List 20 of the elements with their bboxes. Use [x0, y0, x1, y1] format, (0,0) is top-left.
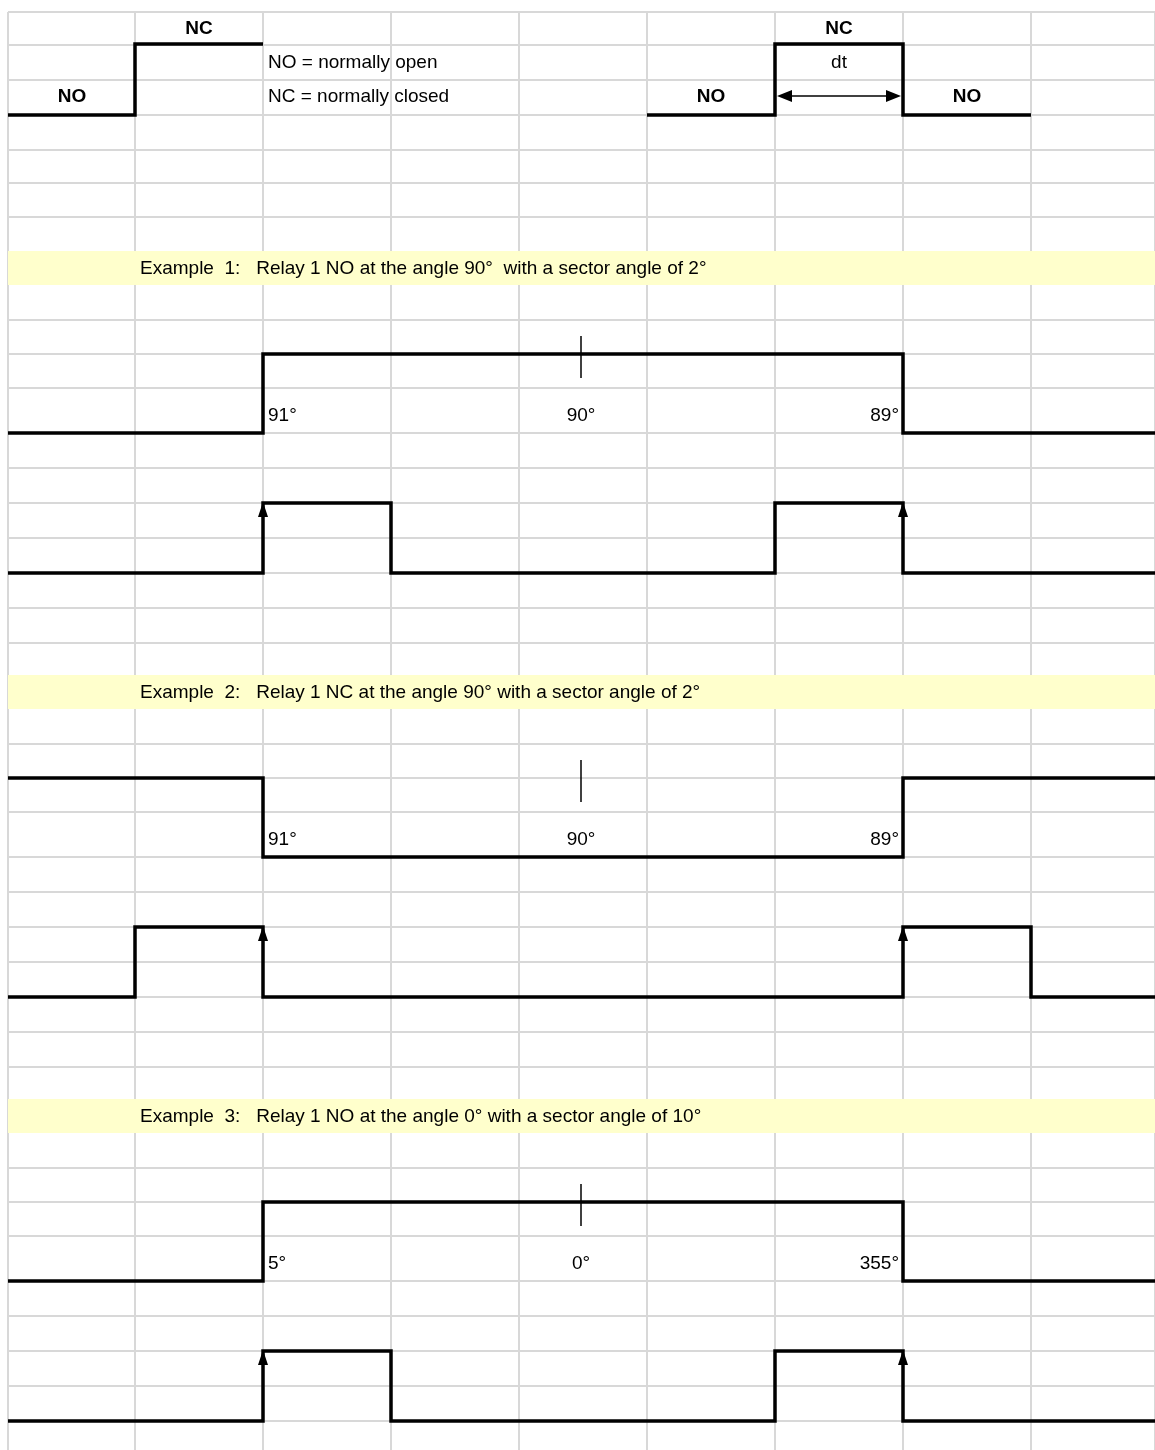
dimension-label: dt: [831, 51, 847, 73]
angle-label: 90°: [566, 828, 596, 850]
state-label: NO: [952, 85, 982, 107]
example-heading: Example 1: Relay 1 NO at the angle 90° with a sector angle of 2°: [8, 251, 1155, 285]
angle-label: 0°: [571, 1252, 591, 1274]
angle-label: 90°: [566, 404, 596, 426]
legend-text: NO = normally open: [268, 51, 438, 73]
state-label: NC: [185, 17, 213, 39]
legend-text: NC = normally closed: [268, 85, 450, 107]
state-label: NO: [696, 85, 726, 107]
angle-label: 89°: [870, 404, 899, 426]
angle-label: 355°: [859, 1252, 899, 1274]
angle-label: 91°: [268, 828, 297, 850]
state-label: NO: [57, 85, 87, 107]
angle-label: 5°: [268, 1252, 287, 1274]
example-heading: Example 3: Relay 1 NO at the angle 0° with a sector angle of 10°: [8, 1099, 1155, 1133]
state-label: NC: [825, 17, 853, 39]
angle-label: 89°: [870, 828, 899, 850]
angle-label: 91°: [268, 404, 297, 426]
example-heading: Example 2: Relay 1 NC at the angle 90° with a sector angle of 2°: [8, 675, 1155, 709]
